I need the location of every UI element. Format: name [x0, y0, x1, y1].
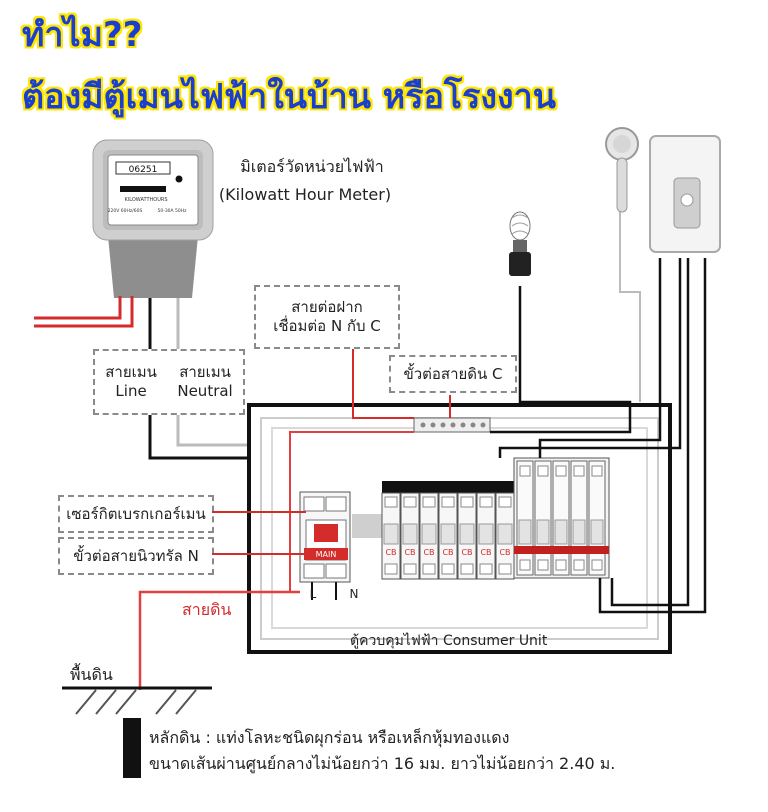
ground-wire [138, 590, 300, 690]
main-circuit-breaker: MAIN [299, 491, 351, 583]
ground-level [62, 686, 212, 715]
branch-breaker-text: CB [385, 548, 396, 557]
ground-rod-label-line2: ขนาดเส้นผ่านศูนย์กลางไม่น้อยกว่า 16 มม. … [149, 754, 616, 773]
main-wires-label: สายเมน Line สายเมน Neutral [93, 349, 245, 415]
bridge-wire-label-line1: สายต่อฝาก [291, 298, 363, 317]
main-neutral-label: สายเมน Neutral [177, 363, 233, 400]
branch-breaker-text: CB [423, 548, 434, 557]
branch-breaker-text: CB [442, 548, 453, 557]
ground-wire-label: สายดิน [182, 600, 232, 619]
branch-breaker: CB [438, 492, 458, 580]
meter-label-thai: มิเตอร์วัดหน่วยไฟฟ้า [240, 157, 384, 176]
meter-face-title: KILOWATTHOURS [124, 197, 167, 203]
right-breakers [513, 457, 610, 579]
bridge-wire [352, 349, 414, 419]
meter-spec-left: 220V 60Hz/60S [108, 208, 143, 214]
ground-level-label: พื้นดิน [70, 665, 113, 684]
title-line-2: ต้องมีตู้เมนไฟฟ้าในบ้าน หรือโรงงาน [22, 77, 556, 117]
branch-breaker: CB [495, 492, 515, 580]
light-bulb [509, 211, 531, 276]
shower-head [605, 127, 639, 213]
branch-breakers: CB CB CB CB CB CB CB [381, 481, 515, 580]
ground-terminal-label: ขั้วต่อสายดิน C [389, 355, 517, 393]
bridge-wire-label: สายต่อฝาก เชื่อมต่อ N กับ C [254, 285, 400, 349]
branch-breaker: CB [476, 492, 496, 580]
branch-breaker: CB [457, 492, 477, 580]
main-breaker-label: เซอร์กิตเบรกเกอร์เมน [58, 495, 214, 533]
ground-rod-label-line1: หลักดิน : แท่งโลหะชนิดผุกร่อน หรือเหล็กห… [149, 728, 510, 747]
consumer-unit-label: ตู้ควบคุมไฟฟ้า Consumer Unit [350, 633, 548, 649]
incoming-supply-wires [34, 296, 134, 328]
meter-label-english: (Kilowatt Hour Meter) [219, 185, 391, 204]
main-line-label: สายเมน Line [105, 363, 157, 400]
meter-spec-right: 50-30A 50Hz [157, 208, 187, 214]
ground-rod [123, 718, 141, 778]
neutral-terminal-label: ขั้วต่อสายนิวทรัล N [58, 537, 214, 575]
main-breaker-text: MAIN [316, 550, 337, 559]
branch-breaker: CB [419, 492, 439, 580]
branch-breaker-text: CB [404, 548, 415, 557]
branch-breaker: CB [381, 492, 401, 580]
bridge-wire-label-line2: เชื่อมต่อ N กับ C [273, 317, 381, 335]
branch-breaker: CB [400, 492, 420, 580]
ground-terminal-bar [413, 417, 491, 433]
branch-breaker-text: CB [461, 548, 472, 557]
main-breaker-n-mark: N [350, 587, 359, 601]
water-heater [649, 135, 721, 253]
kilowatt-hour-meter: 06251 KILOWATTHOURS 220V 60Hz/60S 50-30A… [92, 139, 214, 298]
branch-breaker-text: CB [499, 548, 510, 557]
meter-digits: 06251 [129, 165, 158, 175]
title-line-1: ทำไม?? [22, 15, 143, 55]
branch-breaker-text: CB [480, 548, 491, 557]
main-breaker-l-mark: L [310, 587, 317, 601]
outgoing-circuits [490, 258, 707, 614]
